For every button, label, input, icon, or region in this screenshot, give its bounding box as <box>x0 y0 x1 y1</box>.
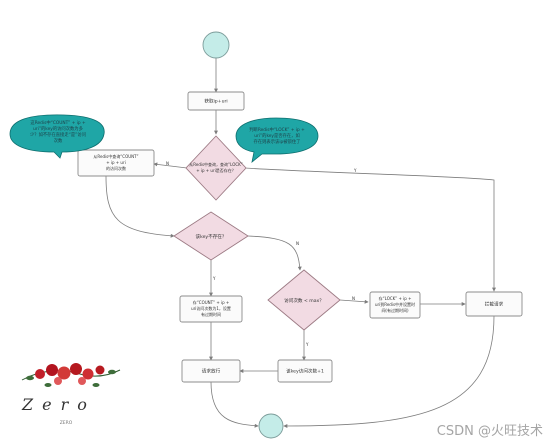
decision-count-max: 访问次数 < max？ <box>267 269 341 331</box>
node-get-ip-uri: 获取ip+uri <box>187 91 245 111</box>
svg-text:uri”的key是否存在，如: uri”的key是否存在，如 <box>254 132 300 139</box>
svg-text:获取ip+uri: 获取ip+uri <box>204 98 227 105</box>
edge-label-no-key: N <box>296 241 299 246</box>
edge-countcheck-to-lockstore <box>339 299 369 304</box>
svg-text:该key不存在？: 该key不存在？ <box>195 233 226 240</box>
edge-intercept-to-end <box>283 315 495 428</box>
edge-label-yes-count: Y <box>305 342 309 347</box>
node-query-count: 从Redis中查询“COUNT” + ip + uri 的访问次数 <box>77 149 155 177</box>
node-store-count: 存“COUNT” + ip + uri访问次数为1，设置 有过期时间 <box>179 295 243 323</box>
svg-text:uri访问次数为1，设置: uri访问次数为1，设置 <box>191 305 231 311</box>
svg-text:拦截请求: 拦截请求 <box>485 301 504 308</box>
end-node <box>258 413 284 439</box>
svg-text:存“COUNT” + ip +: 存“COUNT” + ip + <box>193 299 230 305</box>
rose-garland-icon <box>21 363 121 387</box>
watermark: CSDN @火旺技术 <box>436 424 543 439</box>
node-intercept-request: 拦截请求 <box>465 291 523 317</box>
node-release-request: 请求放行 <box>181 359 241 383</box>
svg-text:间(有过期时间): 间(有过期时间) <box>381 307 409 313</box>
edge-label-no-count: N <box>352 296 355 301</box>
svg-text:的访问次数: 的访问次数 <box>106 165 126 171</box>
svg-text:请求放行: 请求放行 <box>202 368 221 375</box>
svg-text:这Redis中“COUNT” + ip +: 这Redis中“COUNT” + ip + <box>30 119 86 126</box>
edge-label-yes-key: Y <box>212 276 216 281</box>
edge-release-to-end <box>210 381 259 428</box>
edge-lockcheck-to-querycount <box>153 162 188 169</box>
svg-text:该key访问次数+1: 该key访问次数+1 <box>286 368 324 375</box>
node-lock-store: 存“LOCK” + ip + uri到Redis中并设置时 间(有过期时间) <box>369 291 421 319</box>
decision-check-lock: 从Redis中查询，查询“LOCK” + ip + uri是否存在？ <box>185 135 247 201</box>
svg-text:次数: 次数 <box>54 137 63 144</box>
svg-text:uri到Redis中并设置时: uri到Redis中并设置时 <box>375 301 415 307</box>
edge-labels: N Y Y N Y N <box>166 161 357 347</box>
logo: Zero ZERO <box>21 363 121 426</box>
edge-querycount-to-keyexists <box>105 175 175 238</box>
svg-text:从Redis中查询，查询“LOCK”: 从Redis中查询，查询“LOCK” <box>189 161 242 167</box>
logo-text: Zero <box>21 395 96 414</box>
edges <box>105 58 496 428</box>
edge-label-no-lock: N <box>166 161 169 166</box>
decision-key-exists: 该key不存在？ <box>173 211 249 261</box>
svg-text:有过期时间: 有过期时间 <box>201 311 221 317</box>
svg-text:存“LOCK” + ip +: 存“LOCK” + ip + <box>379 295 412 301</box>
edge-keyexists-to-countcheck <box>247 235 302 271</box>
svg-text:访问次数 < max？: 访问次数 < max？ <box>284 297 324 304</box>
annotation-bubble-right: 判断Redis中“LOCK” + ip + uri”的key是否存在，如 存在则… <box>235 117 319 163</box>
svg-text:判断Redis中“LOCK” + ip +: 判断Redis中“LOCK” + ip + <box>249 126 305 133</box>
logo-subtext: ZERO <box>60 420 73 426</box>
svg-text:少？如不存在直接走“是”访问: 少？如不存在直接走“是”访问 <box>30 131 86 138</box>
svg-text:+ ip + uri: + ip + uri <box>106 160 125 165</box>
node-increment-count: 该key访问次数+1 <box>277 359 333 383</box>
edge-lockcheck-to-intercept <box>243 167 496 292</box>
start-node <box>202 31 230 59</box>
annotation-bubble-left: 这Redis中“COUNT” + ip + uri”的key的访问次数为多 少？… <box>9 114 105 159</box>
svg-text:从Redis中查询“COUNT”: 从Redis中查询“COUNT” <box>93 153 138 159</box>
edge-label-yes-lock: Y <box>353 168 357 173</box>
svg-text:+ ip + uri是否存在？: + ip + uri是否存在？ <box>196 167 235 173</box>
svg-text:uri”的key的访问次数为多: uri”的key的访问次数为多 <box>33 125 84 132</box>
svg-text:存在则表示该ip被锁住了: 存在则表示该ip被锁住了 <box>254 138 301 145</box>
